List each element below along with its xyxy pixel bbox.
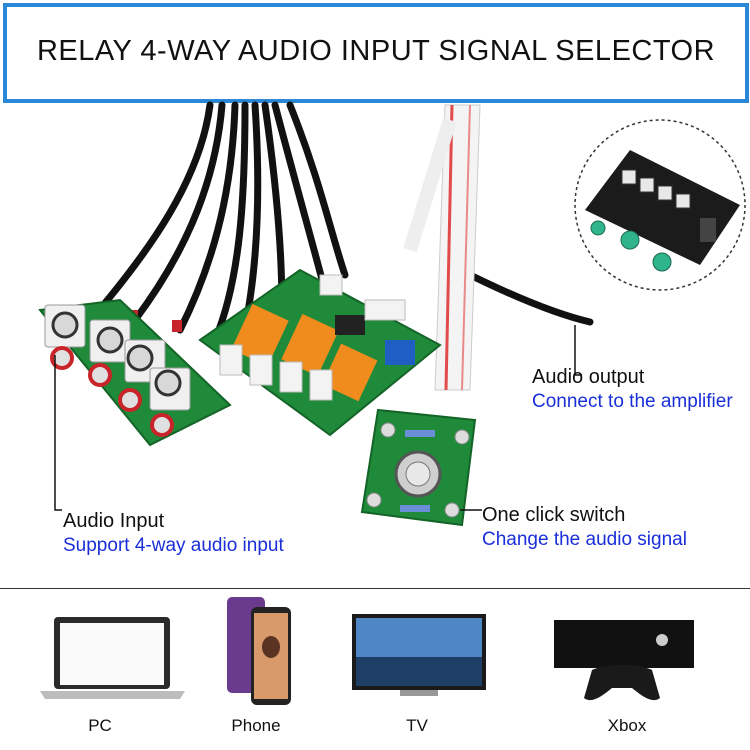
- xbox-icon: [554, 620, 694, 701]
- device-row: PC Phone TV Xbox: [0, 590, 750, 750]
- device-label-xbox: Xbox: [607, 716, 647, 735]
- switch-sub: Change the audio signal: [482, 529, 687, 550]
- page-title: RELAY 4-WAY AUDIO INPUT SIGNAL SELECTOR: [36, 35, 716, 67]
- laptop-icon: [40, 617, 185, 699]
- rca-jack-panel: [38, 298, 232, 447]
- audio-output-sub: Connect to the amplifier: [532, 391, 733, 412]
- phone-icon: [227, 597, 291, 705]
- title-banner: RELAY 4-WAY AUDIO INPUT SIGNAL SELECTOR: [3, 3, 749, 103]
- audio-output-callout: Audio output Connect to the amplifier: [532, 366, 733, 413]
- audio-input-sub: Support 4-way audio input: [63, 535, 284, 556]
- amplifier-inset: [574, 119, 746, 291]
- audio-output-label: Audio output: [532, 366, 645, 388]
- switch-label: One click switch: [482, 504, 626, 526]
- device-label-phone: Phone: [231, 716, 281, 735]
- input-leader-line: [54, 355, 62, 511]
- audio-input-label: Audio Input: [63, 510, 165, 532]
- section-divider: [0, 588, 750, 589]
- cable-bundle: [91, 101, 594, 354]
- ribbon-cable: [403, 104, 481, 391]
- device-label-tv: TV: [406, 716, 428, 735]
- product-illustration: [38, 101, 746, 527]
- switch-callout: One click switch Change the audio signal: [482, 504, 687, 551]
- switch-board: [360, 408, 477, 527]
- tv-icon: [352, 614, 486, 696]
- main-pcb: [198, 268, 442, 437]
- audio-input-callout: Audio Input Support 4-way audio input: [63, 510, 284, 557]
- output-leader-line: [574, 325, 582, 376]
- device-label-pc: PC: [88, 716, 112, 735]
